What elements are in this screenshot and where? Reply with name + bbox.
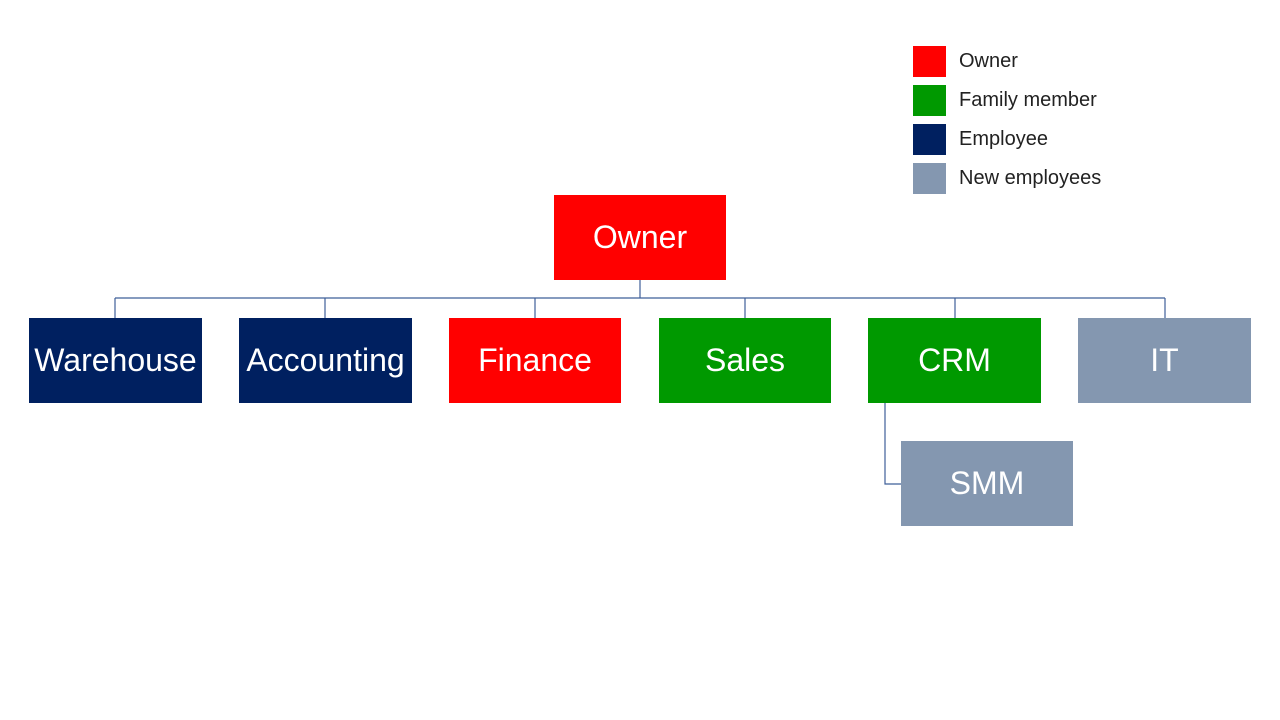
node-it-label: IT (1150, 342, 1179, 378)
legend-swatch-owner (913, 46, 946, 77)
node-owner-label: Owner (592, 219, 688, 255)
legend-swatch-new-employees (913, 163, 946, 194)
legend: Owner Family member Employee New employe… (913, 46, 1101, 202)
node-accounting: Accounting (239, 318, 412, 403)
legend-label-owner: Owner (959, 50, 1018, 72)
legend-swatch-family-member (913, 85, 946, 116)
legend-item-family-member: Family member (913, 85, 1101, 116)
legend-label-new-employees: New employees (959, 167, 1102, 189)
legend-label-family-member: Family member (959, 89, 1097, 111)
node-owner: Owner (554, 195, 726, 280)
node-finance-label: Finance (478, 342, 592, 378)
node-sales: Sales (659, 318, 831, 403)
node-finance: Finance (449, 318, 621, 403)
connector-crm-smm (884, 403, 901, 485)
legend-label-employee: Employee (959, 128, 1048, 150)
node-smm: SMM (901, 441, 1073, 526)
legend-item-owner: Owner (913, 46, 1101, 77)
node-smm-label: SMM (949, 465, 1025, 501)
node-it: IT (1078, 318, 1251, 403)
node-crm: CRM (868, 318, 1041, 403)
node-sales-label: Sales (704, 342, 786, 378)
node-warehouse-label: Warehouse (34, 342, 197, 378)
legend-item-new-employees: New employees (913, 163, 1101, 194)
node-accounting-label: Accounting (246, 342, 405, 378)
node-warehouse: Warehouse (29, 318, 202, 403)
legend-item-employee: Employee (913, 124, 1101, 155)
legend-swatch-employee (913, 124, 946, 155)
node-crm-label: CRM (918, 342, 991, 378)
